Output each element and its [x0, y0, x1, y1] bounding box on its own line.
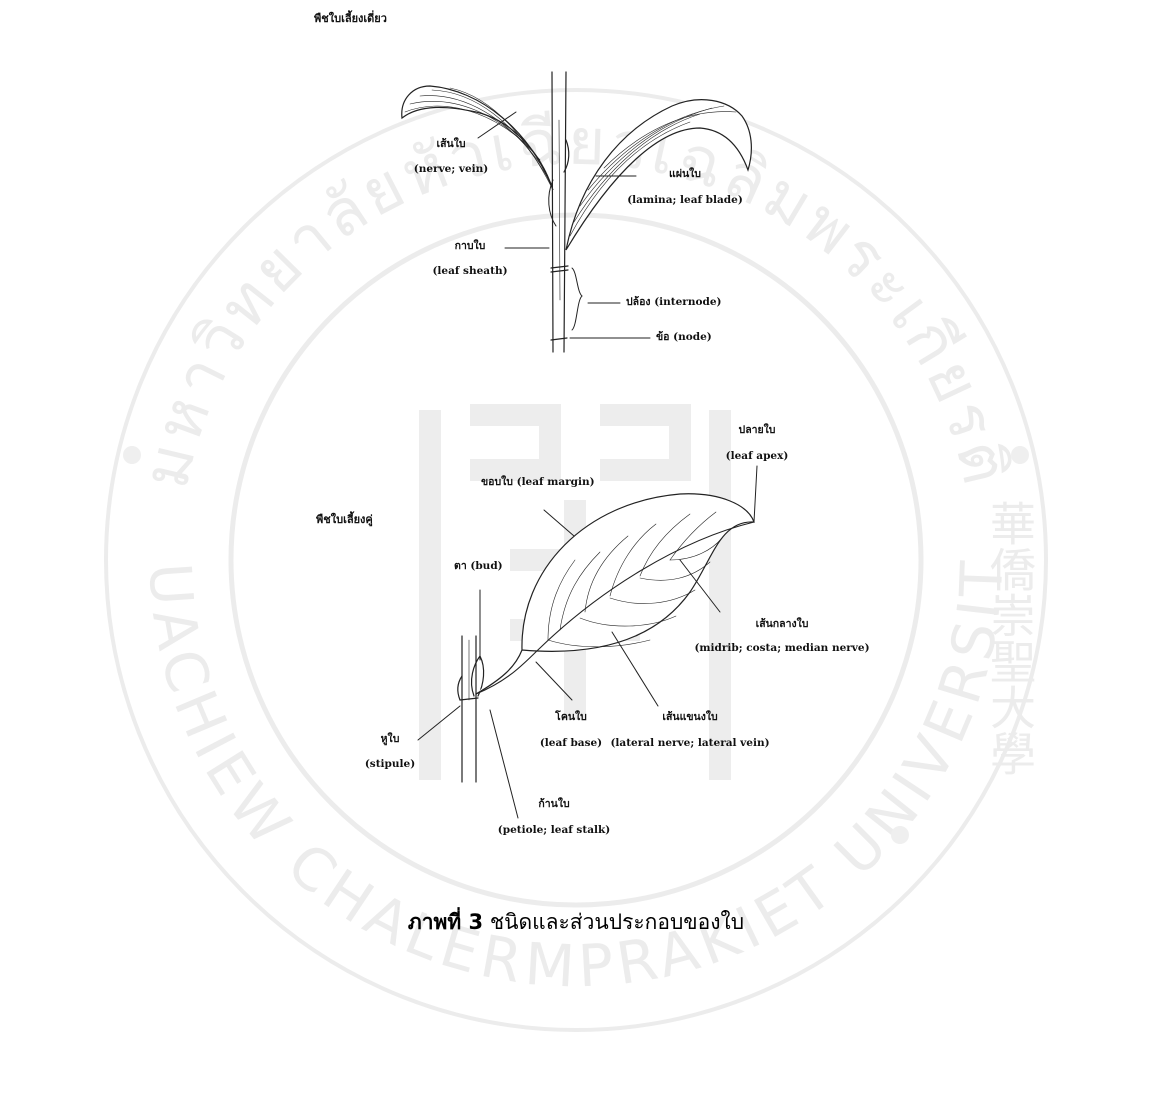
label-petiole-en: (petiole; leaf stalk) [498, 824, 610, 837]
label-node: ข้อ (node) [656, 331, 712, 344]
label-sheath-en: (leaf sheath) [432, 265, 507, 278]
caption-text: ชนิดและส่วนประกอบของใบ [490, 910, 744, 934]
label-sheath-th: กาบใบ [455, 240, 486, 253]
label-petiole-th: ก้านใบ [538, 798, 569, 811]
label-margin: ขอบใบ (leaf margin) [481, 476, 595, 489]
figure-caption: ภาพที่ 3 ชนิดและส่วนประกอบของใบ [0, 906, 1152, 939]
label-lateral-en: (lateral nerve; lateral vein) [610, 737, 769, 750]
label-internode: ปล้อง (internode) [626, 296, 721, 309]
dicot-title: พืชใบเลี้ยงคู่ [316, 513, 373, 526]
label-base-en: (leaf base) [540, 737, 602, 750]
label-apex-en: (leaf apex) [726, 450, 789, 463]
caption-prefix: ภาพที่ 3 [408, 910, 483, 934]
label-stipule-en: (stipule) [365, 758, 415, 771]
monocot-stem [549, 72, 569, 352]
label-lateral-th: เส้นแขนงใบ [662, 711, 717, 724]
label-base-th: โคนใบ [555, 711, 587, 724]
label-midrib-th: เส้นกลางใบ [756, 618, 809, 631]
label-vein-th: เส้นใบ [437, 138, 466, 151]
monocot-right-leaf [566, 100, 751, 250]
monocot-title: พืชใบเลี้ยงเดี่ยว [314, 12, 387, 25]
label-stipule-th: หูใบ [381, 733, 400, 746]
dicot-leaf [476, 494, 754, 694]
label-bud: ตา (bud) [454, 560, 503, 573]
label-midrib-en: (midrib; costa; median nerve) [694, 642, 869, 655]
label-apex-th: ปลายใบ [739, 424, 776, 437]
label-lamina-en: (lamina; leaf blade) [627, 194, 743, 207]
label-vein-en: (nerve; vein) [414, 163, 489, 176]
label-lamina-th: แผ่นใบ [669, 168, 701, 181]
